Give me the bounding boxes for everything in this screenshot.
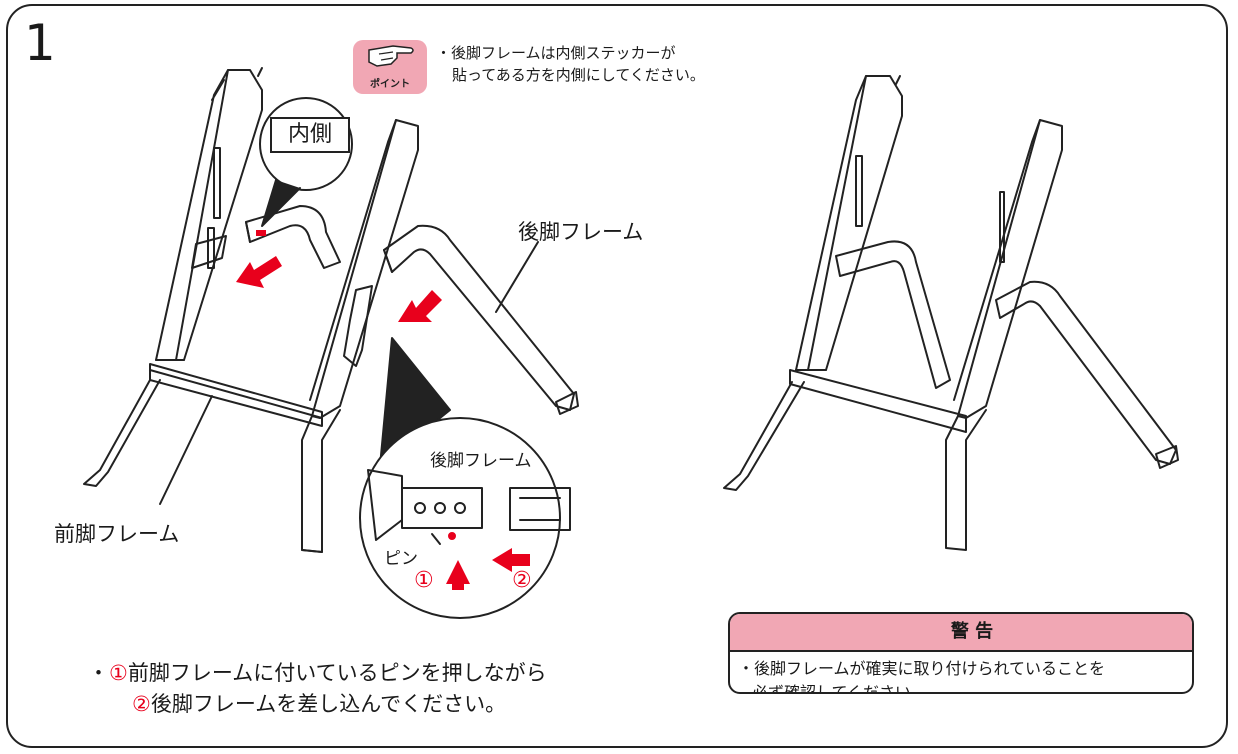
rear-frame-drawing: [383, 224, 579, 415]
warning-line2: 必ず確認してください。: [752, 683, 928, 694]
point-note-line2: 貼ってある方を内側にしてください。: [452, 66, 705, 84]
instruction-text: ・①前脚フレームに付いているピンを押しながら ②後脚フレームを差し込んでください…: [88, 658, 547, 720]
front-frame-label: 前脚フレーム: [54, 522, 180, 546]
pin-label: ピン: [384, 549, 418, 569]
warning-header: 警 告: [730, 614, 1192, 652]
instruction-num2: ②: [132, 692, 151, 716]
point-note: ・後脚フレームは内側ステッカーが 貼ってある方を内側にしてください。: [436, 42, 705, 86]
step-num-2: ②: [512, 568, 532, 593]
red-arrows: [236, 256, 530, 590]
step-num-1: ①: [414, 568, 434, 593]
step-number: 1: [24, 14, 56, 72]
front-frame-drawing: [83, 67, 419, 553]
instruction-line2: ②後脚フレームを差し込んでください。: [132, 692, 507, 716]
page-frame: [6, 4, 1228, 748]
inside-label: 内側: [270, 117, 350, 153]
warning-body: ・後脚フレームが確実に取り付けられていることを 必ず確認してください。: [730, 652, 1192, 694]
pointing-hand-icon: [368, 45, 414, 67]
warning-title: 警 告: [950, 621, 994, 642]
rear-frame-label: 後脚フレーム: [518, 220, 644, 244]
point-note-line1: ・後脚フレームは内側ステッカーが: [436, 44, 676, 62]
point-badge: ポイント: [353, 40, 427, 94]
warning-line1: ・後脚フレームが確実に取り付けられていることを: [738, 659, 1106, 678]
warning-box: 警 告 ・後脚フレームが確実に取り付けられていることを 必ず確認してください。: [728, 612, 1194, 694]
instruction-line1: ・①前脚フレームに付いているピンを押しながら: [88, 661, 547, 685]
assembled-stand-drawing: [723, 75, 1179, 551]
instruction-num1: ①: [109, 661, 128, 685]
point-badge-label: ポイント: [370, 79, 410, 90]
rear-frame-detail-label: 後脚フレーム: [430, 451, 532, 471]
